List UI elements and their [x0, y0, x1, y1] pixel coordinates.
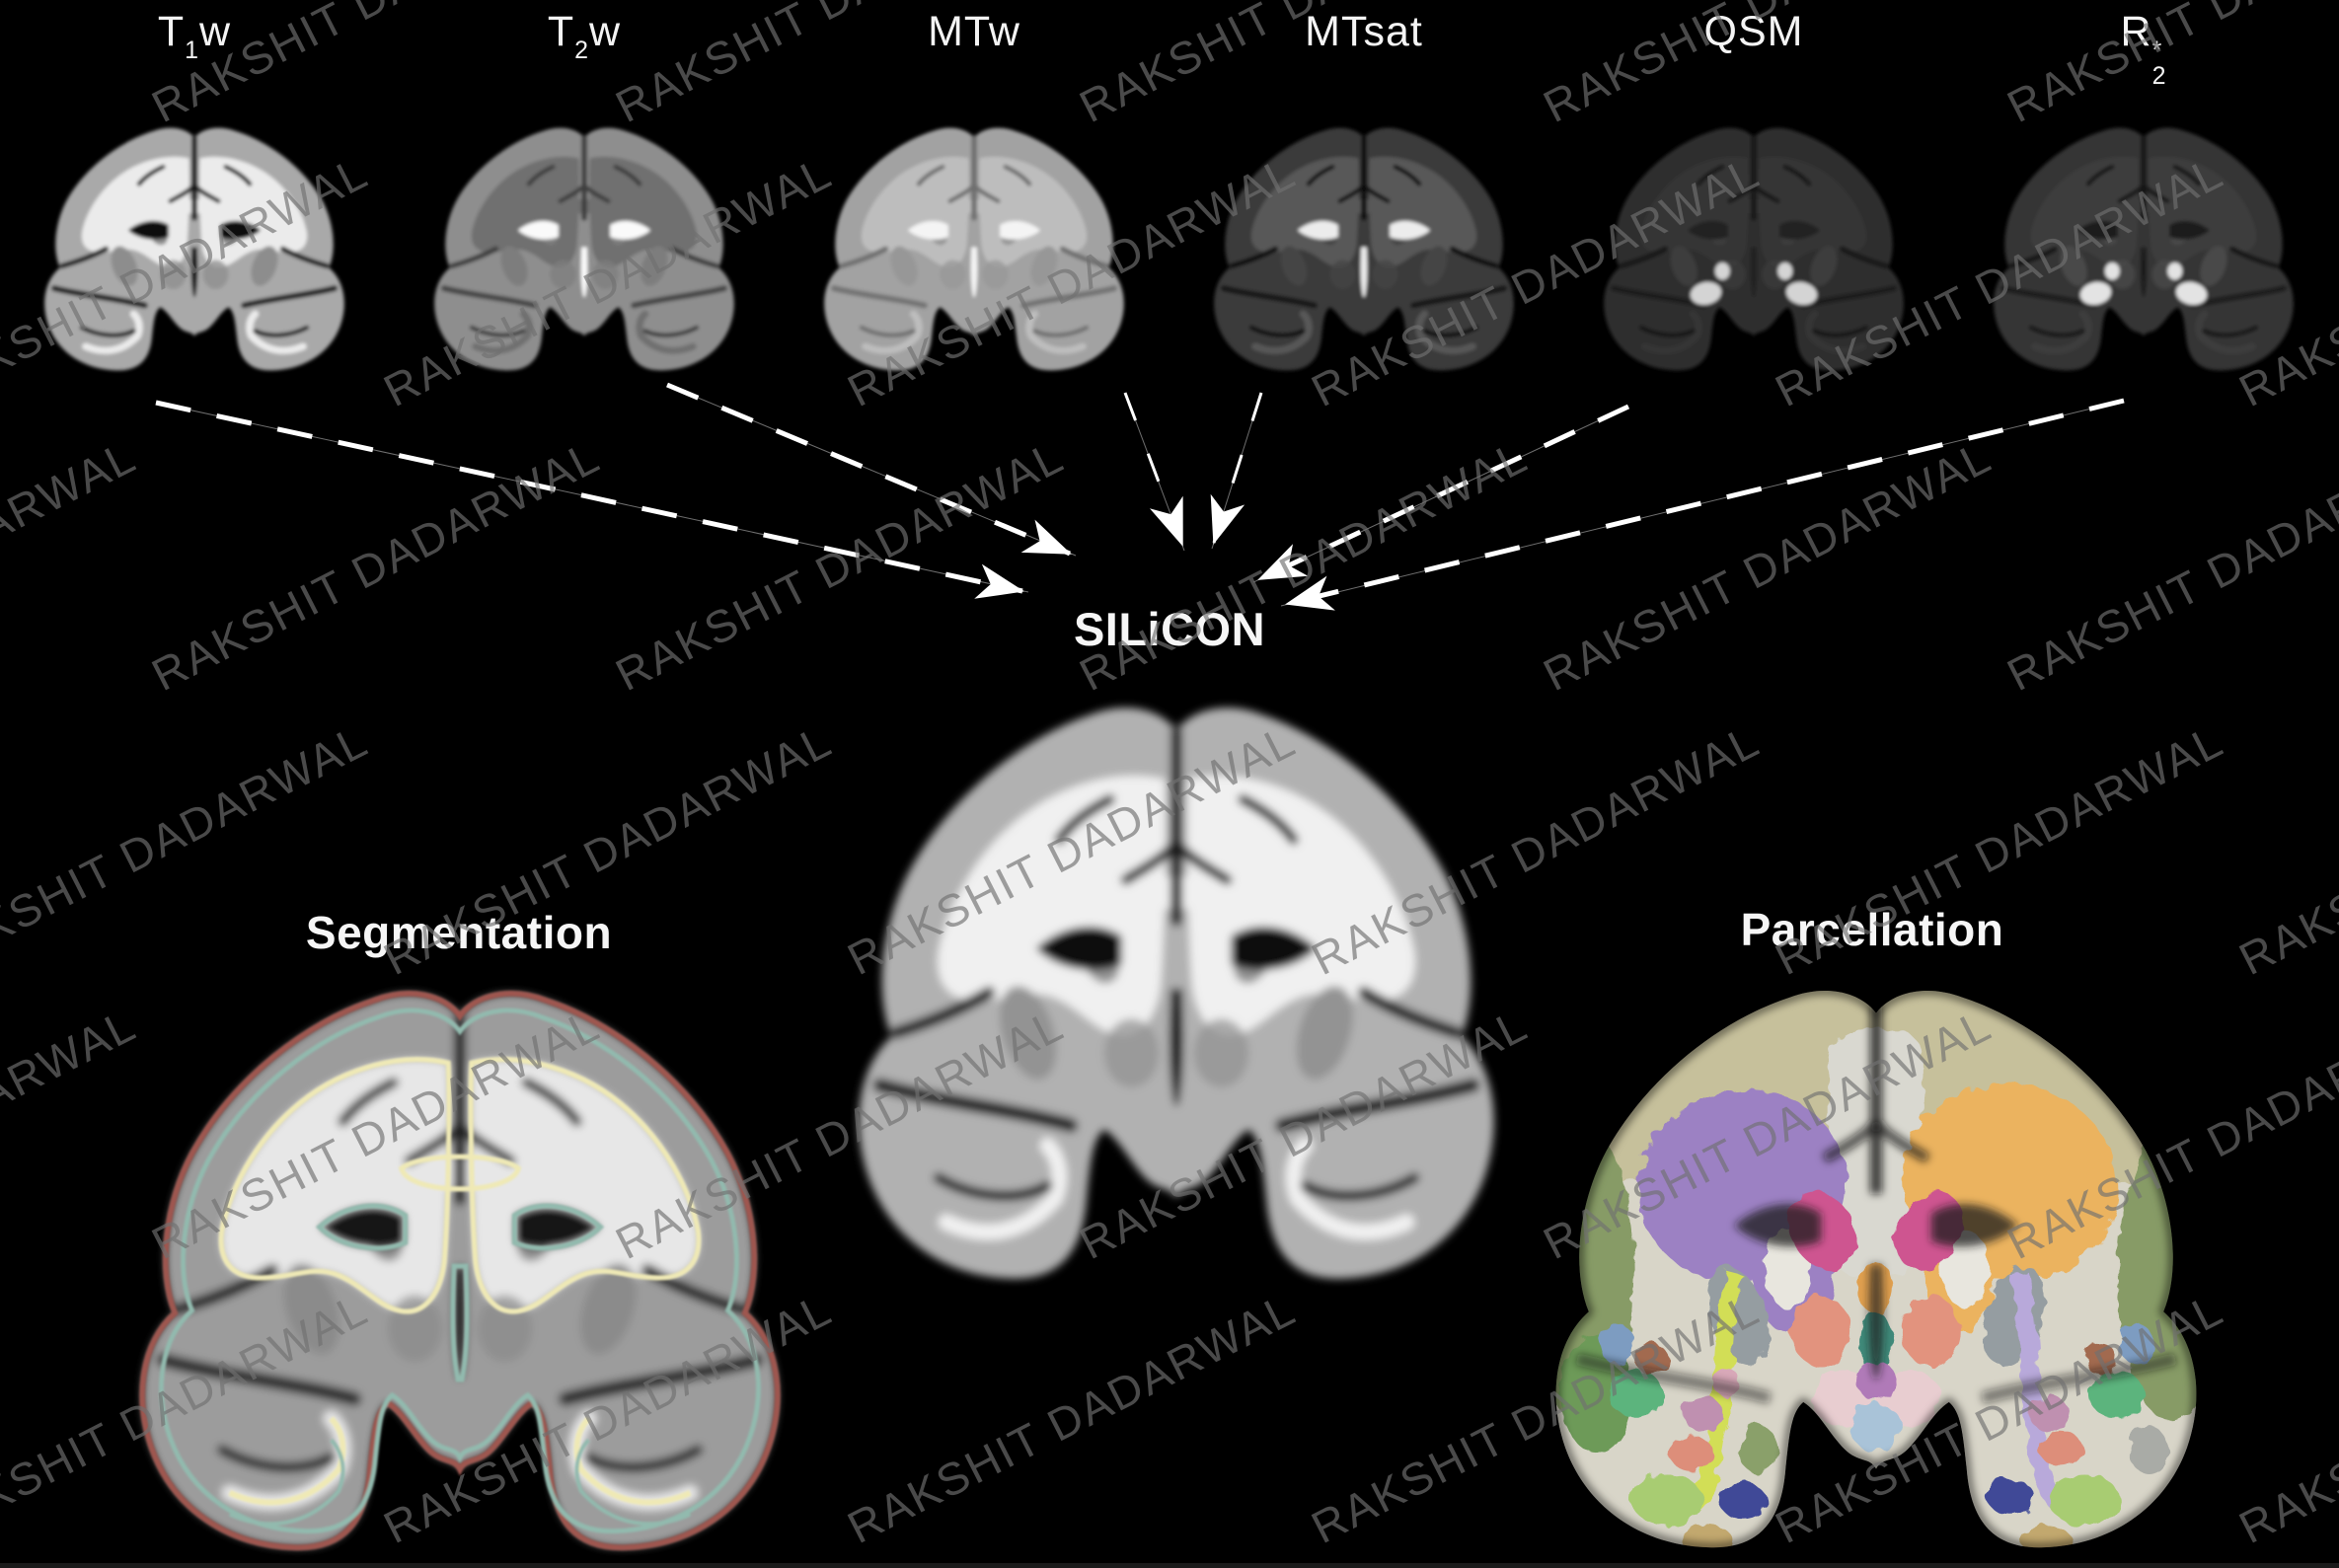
segmentation-brain-image: [109, 981, 811, 1567]
parcellation-regions: [1555, 990, 2197, 1548]
modality-label-mtsat: MTsat: [1305, 8, 1423, 55]
silicon-template-title: SILiCON: [1073, 603, 1266, 655]
arrow-qsm: [1252, 404, 1630, 583]
arrow-t1w: [155, 400, 1029, 599]
parcellation-brain-image: [1555, 990, 2197, 1548]
bottom-strip: [0, 1563, 2339, 1568]
silicon-template-brain-image: [825, 695, 1528, 1299]
modality-label-r2star: R*2: [2120, 8, 2167, 91]
modality-label-qsm: QSM: [1703, 8, 1804, 55]
parcellation-anatomy-overlay: [1556, 991, 2197, 1547]
modality-label-mtw: MTw: [928, 8, 1020, 55]
parcellation-title: Parcellation: [1740, 904, 2004, 955]
arrow-mtsat: [1210, 392, 1263, 550]
segmentation-title: Segmentation: [305, 907, 613, 958]
arrow-r2star: [1280, 398, 2125, 611]
arrow-mtw: [1123, 392, 1185, 552]
arrow-t2w: [666, 382, 1077, 557]
